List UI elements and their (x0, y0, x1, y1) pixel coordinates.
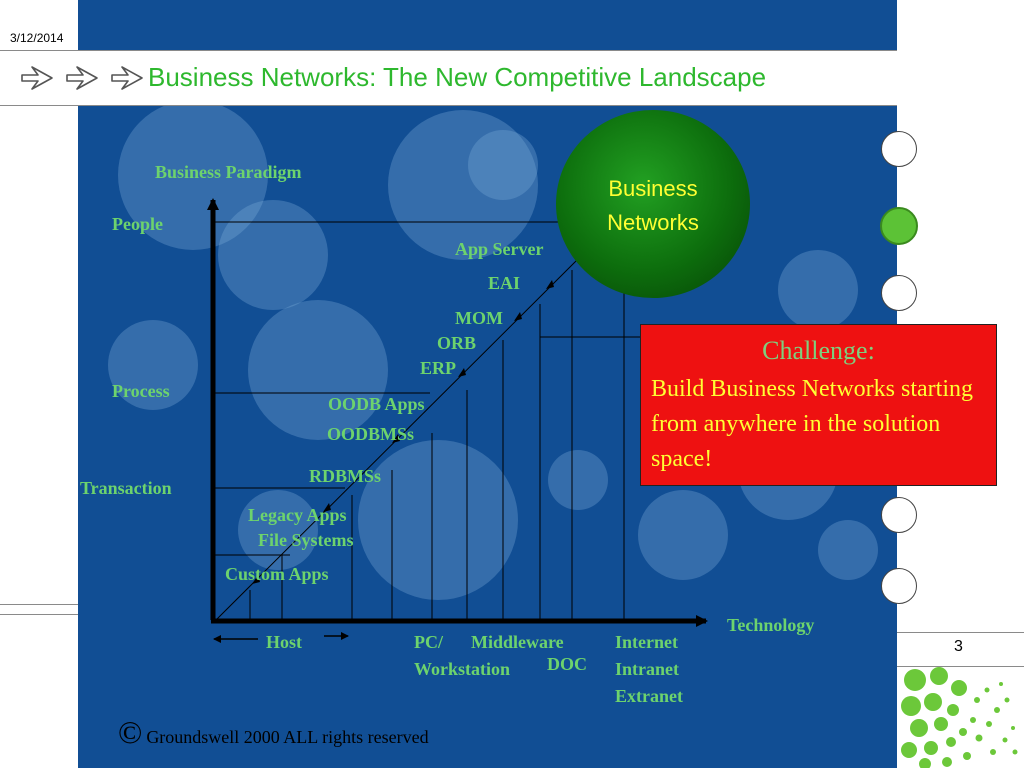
divider-line (0, 604, 78, 605)
x-group-intranet: Intranet (615, 659, 679, 679)
decor-circle-filled (880, 207, 918, 245)
x-group-internet: Internet (615, 632, 678, 652)
x-axis-title: Technology (727, 615, 815, 635)
step-label: RDBMSs (309, 466, 382, 486)
step-label: ERP (420, 358, 456, 378)
divider-line (897, 666, 1024, 667)
x-group-pc: PC/ (414, 632, 443, 652)
x-group-workstation: Workstation (414, 659, 511, 679)
step-label: File Systems (258, 530, 354, 550)
business-networks-line2: Networks (607, 210, 699, 235)
y-axis-title: Business Paradigm (155, 162, 302, 182)
step-label: Legacy Apps (248, 505, 347, 525)
challenge-title: Challenge: (762, 336, 875, 365)
copyright-notice: © Groundswell 2000 ALL rights reserved (118, 714, 429, 751)
level-label-people: People (112, 214, 163, 234)
level-label-transaction: Transaction (80, 478, 172, 498)
copyright-text: Groundswell 2000 ALL rights reserved (146, 727, 429, 747)
decor-circle (881, 568, 917, 604)
title-band (0, 50, 897, 106)
business-networks-line1: Business (608, 176, 698, 201)
level-label-process: Process (112, 381, 170, 401)
step-label: ORB (437, 333, 477, 353)
decor-circle (881, 275, 917, 311)
divider-line (897, 632, 1024, 633)
x-group-middleware: Middleware (471, 632, 564, 652)
x-group-doc: DOC (547, 654, 587, 674)
slide-date: 3/12/2014 (10, 31, 64, 45)
business-networks-label: Business Networks (556, 172, 750, 240)
arrow-bullets-icon (21, 66, 143, 90)
copyright-symbol: © (118, 714, 143, 750)
challenge-body: Build Business Networks starting from an… (651, 376, 973, 472)
step-label: App Server (455, 239, 544, 259)
decor-circle (881, 131, 917, 167)
slide-title: Business Networks: The New Competitive L… (148, 62, 767, 92)
divider-line (0, 614, 78, 615)
decor-circle (881, 497, 917, 533)
step-label: OODBMSs (327, 424, 415, 444)
green-dots-logo-icon (901, 667, 1018, 768)
slide-number: 3 (954, 638, 963, 655)
step-label: OODB Apps (328, 394, 425, 414)
step-label: EAI (488, 273, 521, 293)
challenge-box (640, 324, 997, 486)
step-label: MOM (455, 308, 503, 328)
step-label: Custom Apps (225, 564, 329, 584)
x-group-extranet: Extranet (615, 686, 683, 706)
x-group-host: Host (266, 632, 302, 652)
business-networks-circle (556, 110, 750, 298)
